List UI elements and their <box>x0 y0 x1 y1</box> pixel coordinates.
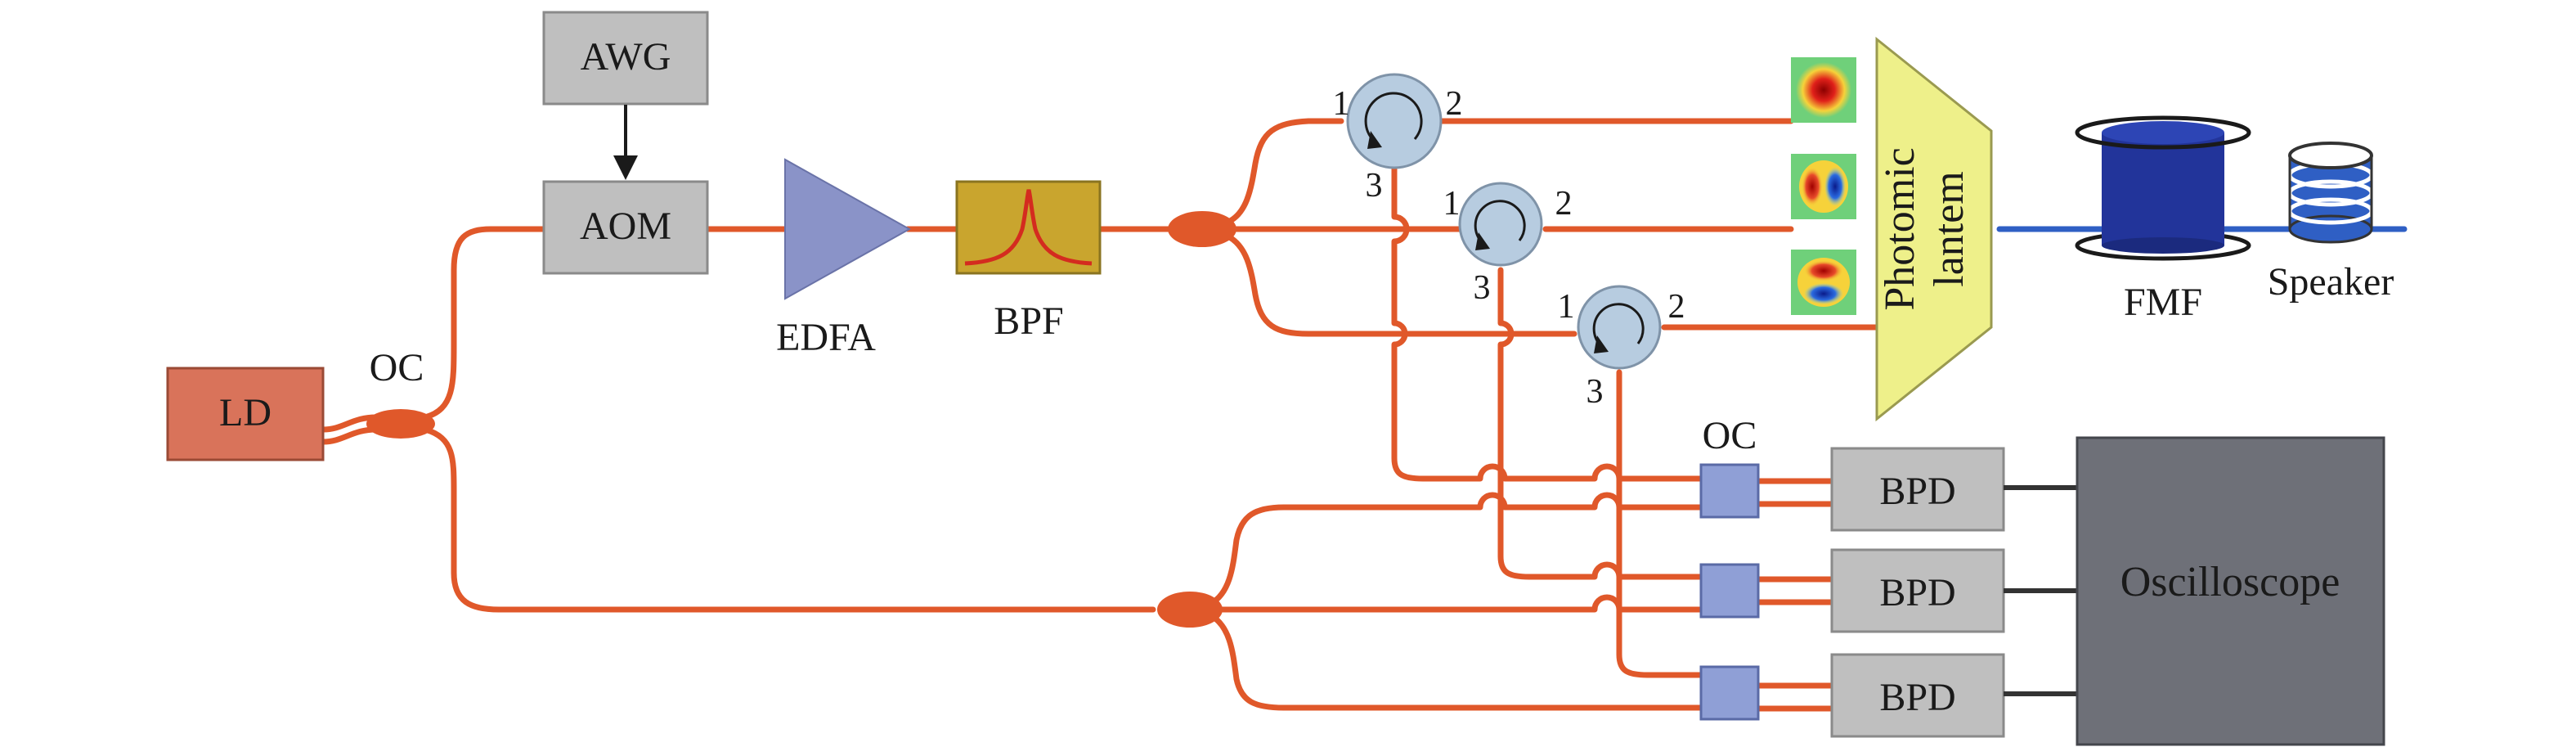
bpf-label: BPF <box>994 299 1063 343</box>
fmf-label: FMF <box>2124 281 2202 324</box>
circ3-port3: 3 <box>1586 373 1604 411</box>
awg-box: AWG <box>542 11 709 106</box>
circ1-port1: 1 <box>1333 85 1350 123</box>
circulator-3: 1 2 3 <box>1558 285 1685 411</box>
lower-coupler <box>1157 592 1223 628</box>
oc-coupler-small-3 <box>1699 665 1760 721</box>
fiber-lower-top <box>1207 492 1704 607</box>
fiber-oc-to-lower-coupler <box>422 426 1156 613</box>
photonic-lantern: Photomic lantem <box>1875 36 1993 422</box>
aom-label: AOM <box>580 205 671 248</box>
circulator-2: 1 2 3 <box>1443 182 1573 307</box>
fmf-spool: FMF <box>2075 115 2251 324</box>
edfa-label: EDFA <box>776 316 876 359</box>
circulator-1: 1 2 3 <box>1333 73 1463 205</box>
fiber-split-bot <box>1223 232 1577 337</box>
fiber-circ2-port3 <box>1497 267 1704 580</box>
mode-profile-lp11b <box>1791 250 1856 315</box>
photonic-label-line2: lantem <box>1926 171 1972 287</box>
bpd2-label: BPD <box>1879 571 1955 614</box>
mode-profile-lp01 <box>1791 57 1856 123</box>
aom-box: AOM <box>542 180 709 275</box>
bpf-filter: BPF <box>955 180 1102 343</box>
bpd-3: BPD <box>1830 653 2005 738</box>
bpd-2: BPD <box>1830 548 2005 633</box>
splitter-coupler <box>1168 211 1236 247</box>
circ3-port1: 1 <box>1558 288 1575 326</box>
fiber-oc-to-aom <box>422 226 547 421</box>
bpd1-label: BPD <box>1879 470 1955 513</box>
bpd3-label: BPD <box>1879 676 1955 719</box>
speaker-label: Speaker <box>2268 260 2394 304</box>
ld-box: LD <box>166 367 325 461</box>
awg-to-aom-arrow <box>613 105 638 180</box>
circ1-port3: 3 <box>1366 167 1383 205</box>
mode-profile-lp11a <box>1791 154 1856 219</box>
circ2-port3: 3 <box>1474 269 1491 307</box>
circ2-port2: 2 <box>1555 185 1573 223</box>
fiber-network <box>320 118 2408 712</box>
bpd-1: BPD <box>1830 447 2005 532</box>
bpd-to-scope-wires <box>2004 485 2077 696</box>
fiber-circ1-port3 <box>1391 164 1704 482</box>
fiber-lower-bot <box>1207 612 1704 711</box>
oscilloscope-label: Oscilloscope <box>2120 559 2340 605</box>
fiber-lower-mid <box>1211 594 1704 613</box>
oc-left-label: OC <box>370 346 424 389</box>
circ3-port2: 2 <box>1668 288 1685 326</box>
oscilloscope: Oscilloscope <box>2076 436 2385 746</box>
ld-label: LD <box>219 391 272 434</box>
circ1-port2: 2 <box>1446 85 1463 123</box>
edfa-amplifier: EDFA <box>776 158 912 359</box>
speaker-icon: Speaker <box>2268 142 2394 304</box>
oc-coupler-small-1 <box>1699 463 1760 519</box>
oc-right-label: OC <box>1703 414 1757 457</box>
oc-coupler-small-2 <box>1699 563 1760 619</box>
awg-label: AWG <box>581 35 671 79</box>
fiber-split-top <box>1223 118 1344 226</box>
circ2-port1: 1 <box>1443 185 1461 223</box>
oc-coupler-left: OC <box>366 346 435 439</box>
photonic-label-line1: Photomic <box>1877 147 1923 310</box>
fiber-circ3-port3 <box>1616 369 1704 678</box>
